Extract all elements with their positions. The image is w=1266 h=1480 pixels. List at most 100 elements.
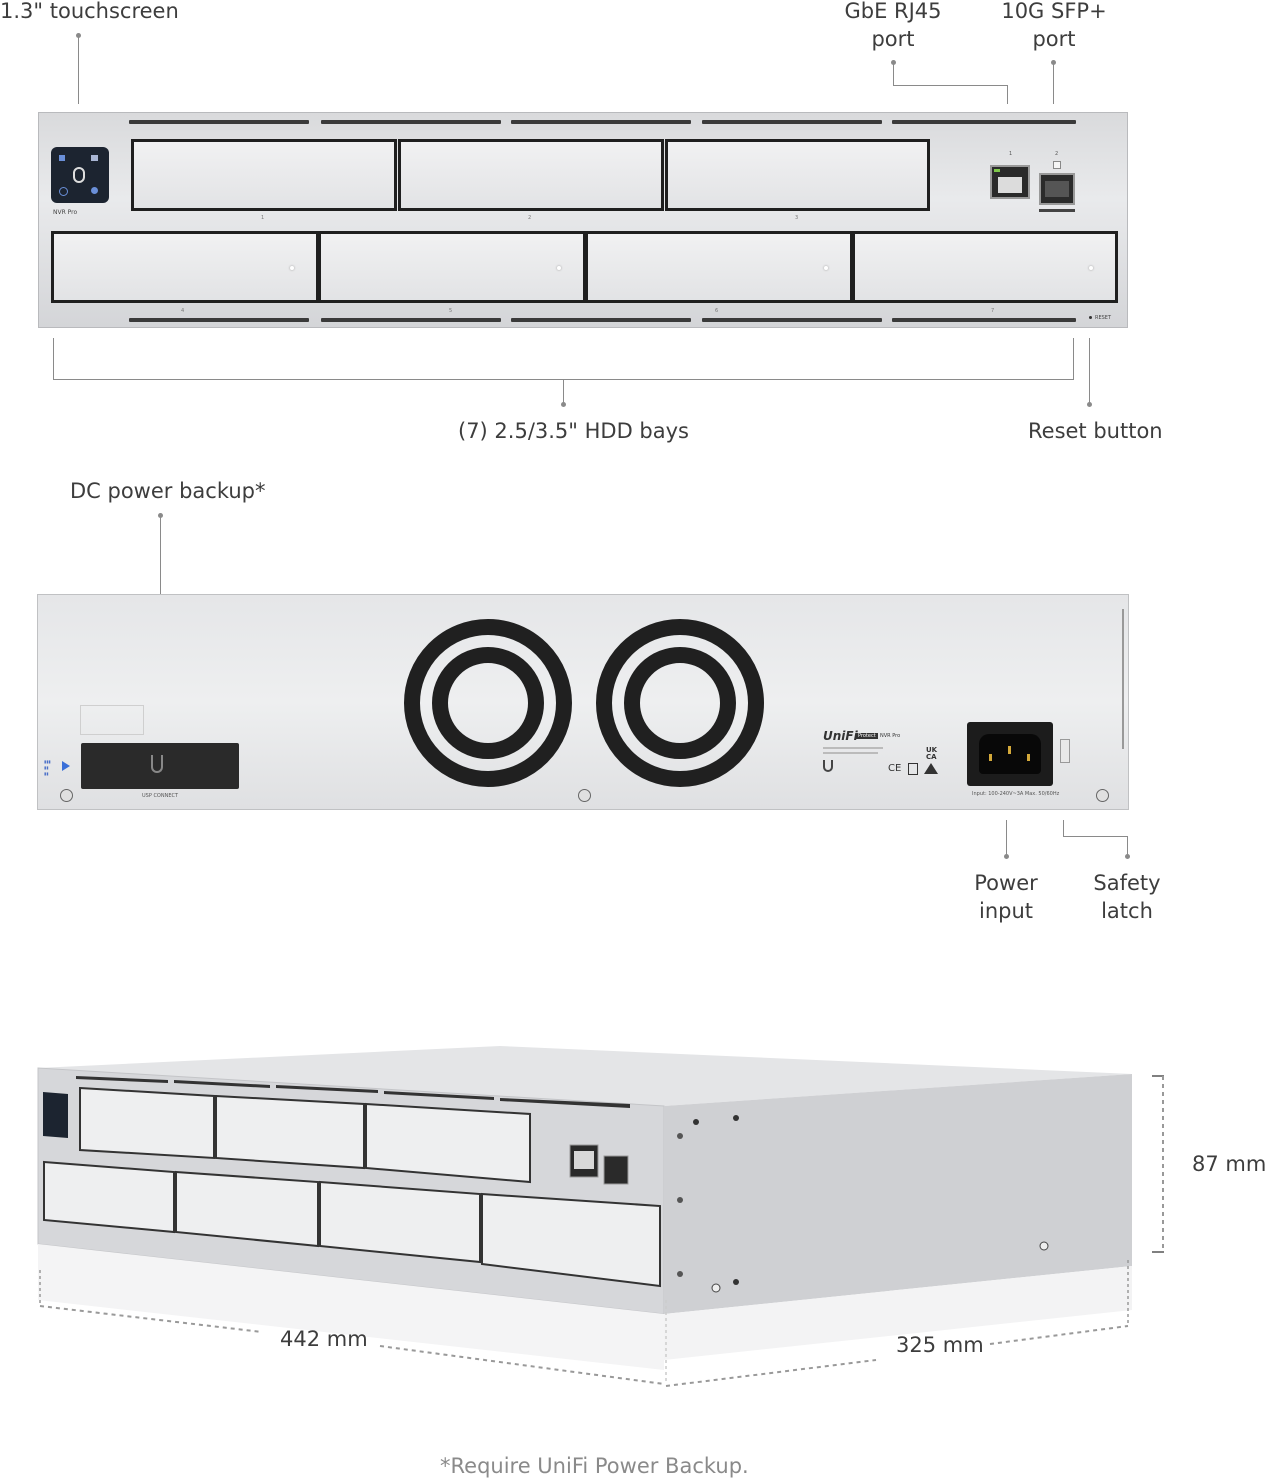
vent xyxy=(321,318,501,322)
hdd-bay-6[interactable] xyxy=(585,231,853,303)
play-arrow-icon xyxy=(62,761,70,771)
sfp-port[interactable] xyxy=(1039,173,1075,205)
hdd-bay-2[interactable] xyxy=(398,139,664,211)
info-icon xyxy=(59,187,68,196)
iec-receptacle xyxy=(979,734,1041,774)
weee-icon xyxy=(908,763,918,775)
hdd-bay-3 xyxy=(365,1102,531,1184)
sfp-cage xyxy=(1045,181,1069,197)
label-area xyxy=(80,705,144,735)
fan-left-icon xyxy=(404,619,572,787)
rj45-socket xyxy=(574,1151,594,1169)
hdd-bay-6 xyxy=(319,1180,481,1264)
vent xyxy=(500,1098,630,1108)
link-led xyxy=(994,169,1000,172)
touchscreen-callout-line xyxy=(78,36,79,104)
height-dimension: 87 mm xyxy=(1192,1152,1266,1176)
screw-icon xyxy=(711,1283,721,1293)
rj45-port[interactable] xyxy=(990,165,1030,199)
spec-text-line xyxy=(823,747,883,749)
power-pin xyxy=(989,754,992,761)
rj45-callout-line-c xyxy=(1007,85,1008,104)
bay-number: 6 xyxy=(715,308,719,314)
ubiquiti-logo-icon xyxy=(151,755,163,773)
input-rating-text: Input: 100-240V~3A Max. 50/60Hz xyxy=(972,791,1060,797)
bay-led xyxy=(290,266,294,270)
hdd-bay-4[interactable] xyxy=(51,231,319,303)
sfp-label: 10G SFP+port xyxy=(1001,0,1107,51)
width-dimension: 442 mm xyxy=(280,1327,368,1351)
side-face xyxy=(664,1074,1132,1314)
bays-bracket-right xyxy=(1073,338,1074,380)
power-callout-dot xyxy=(1004,854,1009,859)
usp-status-text: ▮▮▮▮▮▮▮ xyxy=(44,759,51,776)
screw-icon xyxy=(1096,789,1109,802)
spec-text-line xyxy=(823,752,878,754)
power-pin xyxy=(1008,746,1011,754)
bays-callout-dot xyxy=(561,402,566,407)
vent xyxy=(129,120,309,124)
ukca-mark: UK CA xyxy=(926,746,938,761)
vent xyxy=(511,120,691,124)
touchscreen-label: 1.3" touchscreen xyxy=(0,0,179,23)
unifi-logo: UniFi xyxy=(823,729,858,743)
hdd-bay-5 xyxy=(175,1170,319,1248)
camera-icon xyxy=(91,155,98,161)
usp-connect-port[interactable] xyxy=(81,743,239,789)
screw-icon xyxy=(578,789,591,802)
bay-number: 7 xyxy=(991,308,995,314)
screw-icon xyxy=(1039,1241,1049,1251)
sfp-latch xyxy=(1039,209,1075,212)
port-number: 2 xyxy=(1055,151,1059,157)
latch-callout-dot xyxy=(1125,854,1130,859)
touchscreen-display[interactable] xyxy=(51,147,109,203)
reflection xyxy=(664,1266,1132,1360)
rj45-callout-line-b xyxy=(893,85,1008,86)
reset-text: RESET xyxy=(1095,315,1112,321)
reset-callout-line xyxy=(1089,338,1090,404)
warning-icon xyxy=(924,763,938,774)
shield-icon xyxy=(73,167,85,183)
top-face xyxy=(38,1046,1132,1106)
bays-bracket-bottom xyxy=(53,379,1074,380)
bays-label: (7) 2.5/3.5" HDD bays xyxy=(458,419,689,443)
screw-icon xyxy=(60,789,73,802)
screen-icon xyxy=(59,155,65,161)
bay-number: 5 xyxy=(449,308,453,314)
bay-number: 2 xyxy=(528,215,532,221)
vent xyxy=(174,1080,270,1088)
hdd-bay-4 xyxy=(43,1160,175,1234)
latch-callout-line-b xyxy=(1063,836,1127,837)
rj45-callout-line-a xyxy=(893,63,894,85)
reset-button[interactable] xyxy=(1089,316,1092,319)
hdd-bay-3[interactable] xyxy=(665,139,930,211)
sfp-callout-line xyxy=(1053,63,1054,104)
hdd-bay-7[interactable] xyxy=(852,231,1118,303)
fan-right-icon xyxy=(596,619,764,787)
port-number: 1 xyxy=(1009,151,1013,157)
rj45-callout-dot xyxy=(891,60,896,65)
screw-icon xyxy=(733,1115,739,1121)
screw-icon xyxy=(693,1119,699,1125)
hdd-bay-1[interactable] xyxy=(131,139,397,211)
back-panel: ▮▮▮▮▮▮▮ USP CONNECT UniFi Protect NVR Pr… xyxy=(37,594,1129,810)
bay-number: 1 xyxy=(261,215,265,221)
hdd-bay-2 xyxy=(215,1094,365,1170)
vent xyxy=(321,120,501,124)
sfp-led xyxy=(1053,161,1061,169)
touchscreen-display xyxy=(43,1092,68,1138)
dc-backup-label: DC power backup* xyxy=(70,479,266,503)
front-panel: NVR Pro 1 2 3 4 5 6 7 1 2 RESET xyxy=(38,112,1128,328)
safety-latch[interactable] xyxy=(1060,739,1070,763)
protect-badge: Protect xyxy=(856,733,878,739)
reflection xyxy=(38,1244,664,1370)
power-input-socket[interactable] xyxy=(967,722,1053,786)
usp-text: USP CONNECT xyxy=(142,793,179,799)
hdd-bay-5[interactable] xyxy=(318,231,586,303)
bay-number: 3 xyxy=(795,215,799,221)
vent xyxy=(76,1076,168,1083)
latch-callout-line-c xyxy=(1127,836,1128,856)
reset-callout-dot xyxy=(1087,402,1092,407)
